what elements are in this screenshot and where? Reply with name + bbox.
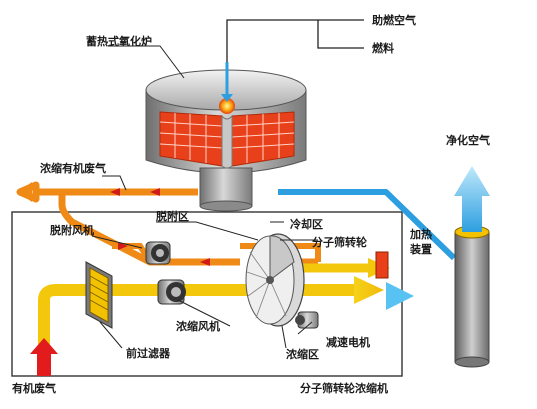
clean-air-flow: [278, 189, 457, 310]
heater: [375, 251, 389, 279]
heat-storage-chamber-right: [231, 111, 295, 167]
label-oxidizer: 蓄热式氧化炉: [86, 34, 152, 48]
label-clean-air: 净化空气: [446, 133, 490, 147]
label-concentration-zone: 浓缩区: [286, 347, 319, 361]
burner-flame-icon: [219, 98, 235, 114]
molecular-sieve-rotor: [245, 233, 305, 327]
label-system-name: 分子筛转轮浓缩机: [300, 381, 388, 395]
inlet-arrow: [30, 338, 58, 376]
label-cooling-zone: 冷却区: [290, 217, 323, 231]
supply-inflow-arrow-icon: [221, 94, 233, 102]
label-combustion-air: 助燃空气: [372, 13, 416, 27]
label-concentration-fan: 浓缩风机: [176, 319, 220, 333]
label-fuel: 燃料: [371, 41, 394, 55]
pre-filter: [85, 261, 113, 329]
label-heater-line1: 加热: [409, 227, 432, 241]
label-rotor: 分子筛转轮: [312, 235, 367, 249]
leader-lines: [91, 45, 318, 349]
desorption-fan: [145, 241, 171, 265]
label-heater-line2: 装置: [409, 242, 432, 256]
concentration-fan: [157, 279, 186, 305]
label-desorption-zone: 脱附区: [156, 209, 189, 223]
regenerative-thermal-oxidizer: [145, 69, 307, 212]
label-pre-filter: 前过滤器: [126, 346, 171, 360]
heat-storage-chamber-left: [159, 111, 223, 167]
label-raw-voc: 有机废气: [12, 381, 56, 395]
reduction-motor: [295, 311, 319, 329]
concentrated-voc-flow: [16, 181, 240, 266]
exhaust-stack: [454, 166, 490, 368]
label-desorption-fan: 脱附风机: [50, 223, 94, 237]
label-reduction-motor: 减速电机: [326, 335, 370, 349]
label-concentrated-voc: 浓缩有机废气: [40, 161, 106, 175]
